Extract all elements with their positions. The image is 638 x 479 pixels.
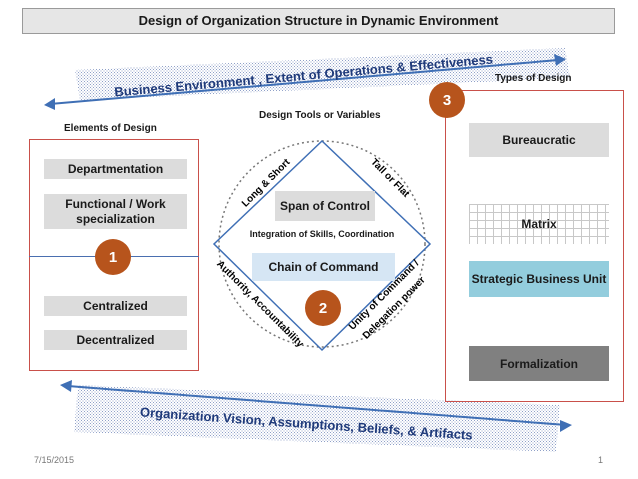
footer-page-number: 1 <box>598 455 604 465</box>
chain-of-command-box: Chain of Command <box>252 253 395 281</box>
types-panel <box>445 90 624 402</box>
tools-circle <box>218 140 426 348</box>
bottom-arrow-head-right <box>560 420 572 432</box>
type-formalization: Formalization <box>469 346 609 381</box>
type-matrix: Matrix <box>469 204 609 244</box>
footer-date: 7/15/2015 <box>34 455 75 465</box>
badge-3: 3 <box>429 82 465 118</box>
bottom-band <box>74 385 560 452</box>
type-bureaucratic: Bureaucratic <box>469 123 609 157</box>
element-decentralized: Decentralized <box>44 330 187 350</box>
top-arrow-head-right <box>554 54 566 66</box>
element-centralized: Centralized <box>44 296 187 316</box>
bottom-arrow <box>67 385 567 426</box>
tools-diamond <box>212 139 432 352</box>
top-arrow-head-left <box>44 98 55 110</box>
elements-panel <box>29 139 199 371</box>
integration-label: Integration of Skills, Coordination <box>249 229 395 239</box>
page-title: Design of Organization Structure in Dyna… <box>22 8 615 34</box>
element-departmentation: Departmentation <box>44 159 187 179</box>
elements-heading: Elements of Design <box>64 123 157 134</box>
element-functional-specialization: Functional / Work specialization <box>44 194 187 229</box>
tools-heading: Design Tools or Variables <box>259 110 381 121</box>
type-strategic-business-unit: Strategic Business Unit <box>469 261 609 297</box>
top-band <box>75 48 570 100</box>
badge-1: 1 <box>95 239 131 275</box>
types-heading: Types of Design <box>495 73 572 84</box>
bottom-arrow-head-left <box>60 380 72 392</box>
badge-2: 2 <box>305 290 341 326</box>
span-of-control-box: Span of Control <box>275 191 375 221</box>
top-arrow <box>49 59 559 105</box>
